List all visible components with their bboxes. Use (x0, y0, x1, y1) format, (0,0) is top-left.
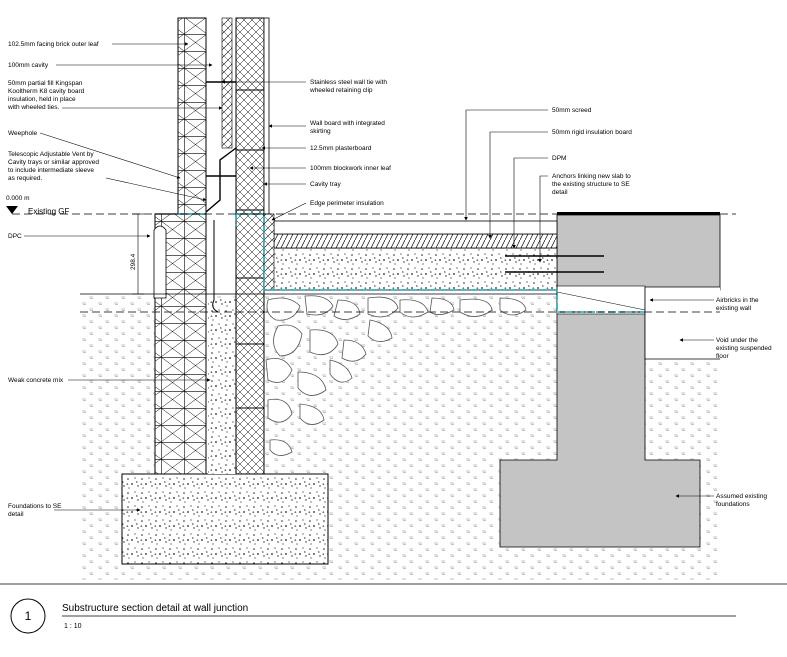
label-dpc: DPC (8, 233, 22, 240)
label-wall-tie-2: wheeled retaining clip (309, 87, 373, 94)
label-cavity-tray: Cavity tray (310, 181, 341, 188)
cavity-insulation (221, 17, 233, 149)
label-foundations-1: Foundations to SE (8, 503, 62, 510)
label-void-1: Void under the (716, 337, 758, 344)
label-vent-3: to include intermediate sleeve (8, 167, 94, 174)
label-existing-foundations-1: Assumed existing (716, 493, 767, 500)
dimension-text: 298.4 (130, 253, 137, 270)
airbrick-void (556, 285, 646, 315)
level-name: Existing GF (28, 207, 69, 216)
plasterboard (263, 17, 270, 215)
label-void-2: existing suspended (716, 345, 772, 352)
labels-left: 102.5mm facing brick outer leaf 100mm ca… (7, 41, 99, 518)
label-vent-1: Telescopic Adjustable Vent by (8, 151, 94, 158)
existing-wall (557, 212, 720, 215)
labels-right: 50mm screed 50mm rigid insulation board … (552, 107, 772, 508)
label-vent-4: as required. (8, 175, 43, 182)
anchors (505, 255, 604, 273)
label-foundations-2: detail (8, 511, 24, 518)
label-blockwork: 100mm blockwork inner leaf (310, 165, 391, 172)
label-insulation-3: insulation, held in place (8, 96, 76, 103)
label-plasterboard: 12.5mm plasterboard (310, 145, 372, 152)
mid-leaders (221, 80, 307, 221)
labels-mid: Stainless steel wall tie with wheeled re… (309, 79, 391, 207)
label-vent-2: Cavity trays or similar approved (8, 159, 99, 166)
label-airbricks-2: existing wall (716, 305, 752, 312)
label-anchors-2: the existing structure to SE (552, 181, 630, 188)
label-insulation-1: 50mm partial fill Kingspan (8, 80, 83, 87)
dimension (132, 213, 144, 295)
new-slab (263, 247, 558, 291)
level-marker: 0.000 m Existing GF (6, 195, 69, 216)
label-screed: 50mm screed (552, 107, 592, 114)
label-airbricks-1: Airbricks in the (716, 297, 759, 304)
label-wall-tie-1: Stainless steel wall tie with (310, 79, 387, 86)
weak-concrete-fill (208, 298, 236, 474)
drawing-scale: 1 : 10 (64, 623, 82, 630)
existing-structure (499, 214, 721, 548)
label-wall-board-2: skirting (310, 128, 331, 135)
cavity-tray (205, 147, 237, 213)
edge-insulation (263, 213, 275, 291)
vent (153, 225, 167, 299)
drawing-number-circle (10, 598, 46, 634)
foundation-footing (121, 473, 329, 565)
label-wall-board-1: Wall board with integrated (310, 120, 385, 127)
suspended-floor-void (645, 287, 720, 359)
hardcore-stones (265, 295, 527, 456)
label-edge-insulation: Edge perimeter insulation (310, 200, 384, 207)
left-leaders (24, 42, 223, 512)
label-existing-foundations-2: foundations (716, 501, 750, 508)
label-void-3: floor (716, 353, 729, 360)
drawing-number: 1 (25, 609, 32, 623)
brick-outer-leaf (177, 17, 207, 215)
right-leaders (464, 109, 714, 498)
label-insulation-4: with wheeled ties. (7, 104, 59, 111)
label-insulation-2: Kooltherm K8 cavity board (8, 88, 85, 95)
label-weephole: Weephole (8, 130, 38, 137)
label-brick-leaf: 102.5mm facing brick outer leaf (8, 41, 99, 48)
label-concrete-mix: Weak concrete mix (8, 377, 64, 384)
label-anchors-1: Anchors linking new slab to (552, 173, 631, 180)
blockwork-inner-leaf (235, 17, 265, 475)
level-value: 0.000 m (6, 195, 30, 202)
screed (273, 220, 558, 235)
label-anchors-3: detail (552, 189, 568, 196)
label-cavity: 100mm cavity (8, 62, 49, 69)
label-rigid-insulation: 50mm rigid insulation board (552, 129, 632, 136)
label-dpm: DPM (552, 155, 566, 162)
rigid-insulation (273, 233, 558, 249)
drawing-title: Substructure section detail at wall junc… (62, 603, 248, 614)
title-block: 1 Substructure section detail at wall ju… (0, 583, 787, 634)
block-joints (236, 89, 264, 409)
level-triangle-icon (6, 206, 18, 214)
